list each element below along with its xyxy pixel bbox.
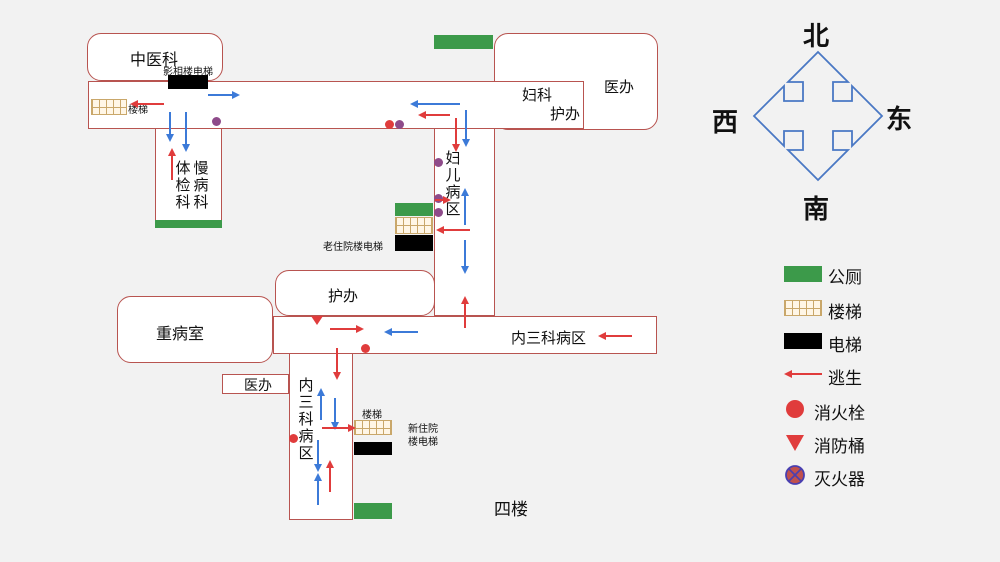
stairs-low-label: 楼梯 bbox=[362, 410, 382, 421]
fire-hydrant-2 bbox=[361, 344, 370, 353]
stairs-old bbox=[395, 217, 433, 234]
new-elevator-label-1: 新住院 bbox=[408, 424, 438, 435]
toilet-maternity bbox=[395, 203, 433, 216]
old-elevator-label: 老住院楼电梯 bbox=[323, 242, 383, 253]
legend-hydrant-label: 消火栓 bbox=[814, 404, 865, 424]
floor-label: 四楼 bbox=[494, 500, 528, 520]
toilet-checkup bbox=[155, 220, 222, 228]
stairs-low bbox=[354, 420, 392, 435]
medical-office-top-label: 医办 bbox=[604, 78, 635, 96]
fire-hydrant-icon bbox=[786, 400, 804, 418]
fire-extinguisher-2 bbox=[395, 120, 404, 129]
toilet-icon bbox=[784, 266, 822, 282]
fire-hydrant-1 bbox=[385, 120, 394, 129]
stairs-top-label: 楼梯 bbox=[128, 105, 148, 116]
legend-escape-label: 逃生 bbox=[828, 369, 862, 389]
toilet-low bbox=[354, 503, 392, 519]
legend-elevator-label: 电梯 bbox=[828, 336, 862, 356]
compass-east: 东 bbox=[886, 105, 913, 135]
icu-room bbox=[117, 296, 273, 363]
toilet-top bbox=[434, 35, 493, 49]
fire-bucket bbox=[311, 316, 323, 325]
gyn-label: 妇科 bbox=[522, 86, 553, 104]
new-elevator bbox=[354, 442, 392, 455]
imaging-elevator bbox=[168, 75, 208, 89]
legend-stairs-label: 楼梯 bbox=[828, 303, 862, 323]
internal-vertical-label: 内三科病区 bbox=[298, 376, 314, 462]
legend-toilet-label: 公厕 bbox=[828, 268, 862, 288]
fire-extinguisher-4 bbox=[434, 194, 443, 203]
imaging-elevator-label: 影相楼电梯 bbox=[163, 67, 213, 78]
nurse-mid-room bbox=[275, 270, 435, 316]
fire-bucket-icon bbox=[786, 435, 804, 451]
maternity-label: 妇儿病区 bbox=[445, 149, 461, 218]
tcm-room bbox=[87, 33, 223, 81]
medical-office-low-label: 医办 bbox=[244, 378, 272, 394]
fire-extinguisher-3 bbox=[434, 158, 443, 167]
icu-label: 重病室 bbox=[156, 324, 205, 343]
medical-office-low-room bbox=[222, 374, 289, 394]
elevator-icon bbox=[784, 333, 822, 349]
stairs-icon bbox=[784, 300, 822, 316]
new-elevator-label-2: 楼电梯 bbox=[408, 437, 438, 448]
legend-bucket-label: 消防桶 bbox=[814, 437, 865, 457]
checkup-label: 体检科 bbox=[175, 159, 191, 211]
legend-extinguisher-label: 灭火器 bbox=[814, 470, 865, 490]
fire-extinguisher-icon bbox=[785, 465, 805, 485]
stairs-top bbox=[91, 99, 127, 115]
fire-hydrant-3 bbox=[289, 434, 298, 443]
tcm-room-label: 中医科 bbox=[130, 50, 179, 69]
compass-west: 西 bbox=[712, 108, 739, 138]
nurse-top-label: 护办 bbox=[550, 105, 581, 123]
compass-cross-icon bbox=[752, 50, 884, 182]
nurse-mid-label: 护办 bbox=[328, 287, 359, 305]
old-elevator bbox=[395, 235, 433, 251]
internal-horizontal-label: 内三科病区 bbox=[511, 329, 587, 347]
chronic-label: 慢病科 bbox=[193, 159, 209, 211]
compass-south: 南 bbox=[803, 195, 830, 225]
fire-extinguisher-1 bbox=[212, 117, 221, 126]
fire-extinguisher-5 bbox=[434, 208, 443, 217]
compass-north: 北 bbox=[803, 22, 830, 52]
